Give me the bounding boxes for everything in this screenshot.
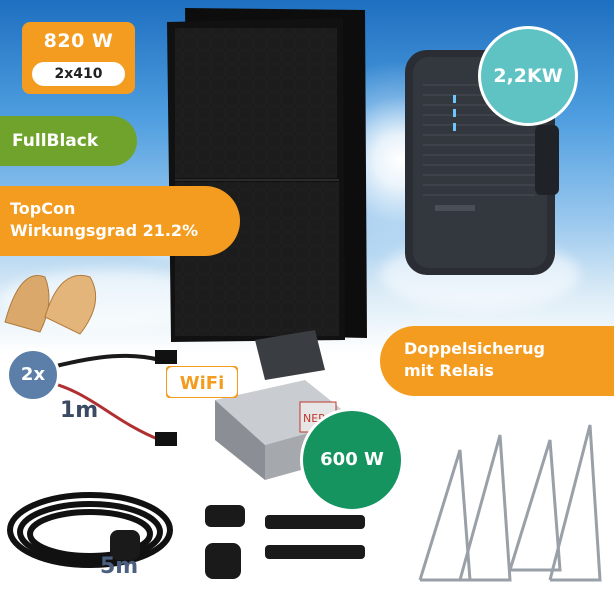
mounting-brackets-image bbox=[418, 424, 602, 582]
cable-length-short: 1m bbox=[60, 398, 99, 423]
topcon-line2: Wirkungsgrad 21.2% bbox=[10, 221, 199, 240]
power-badge: 820 W 2x410 bbox=[22, 22, 135, 94]
topcon-line1: TopCon bbox=[10, 199, 76, 218]
shell-icon bbox=[4, 275, 97, 335]
solar-panels-image bbox=[167, 8, 367, 342]
ac-cable-image bbox=[7, 492, 173, 568]
relay-badge: Doppelsicherug mit Relais bbox=[380, 326, 614, 396]
fullblack-badge: FullBlack bbox=[0, 116, 137, 166]
wifi-label: WiFi bbox=[180, 373, 225, 394]
cable-length-long: 5m bbox=[100, 554, 139, 579]
relay-line1: Doppelsicherug bbox=[404, 339, 545, 358]
cable-count-badge: 2x bbox=[6, 348, 60, 402]
connectors-image bbox=[205, 505, 365, 579]
relay-line2: mit Relais bbox=[404, 361, 494, 380]
power-value: 820 W bbox=[43, 30, 114, 52]
plug-icon bbox=[110, 530, 140, 560]
wifi-icon: WiFi bbox=[166, 366, 238, 398]
inverter-power-badge: 600 W bbox=[300, 408, 404, 512]
power-config: 2x410 bbox=[32, 62, 125, 86]
battery-power-badge: 2,2KW bbox=[478, 26, 578, 126]
topcon-badge: TopCon Wirkungsgrad 21.2% bbox=[0, 186, 240, 256]
